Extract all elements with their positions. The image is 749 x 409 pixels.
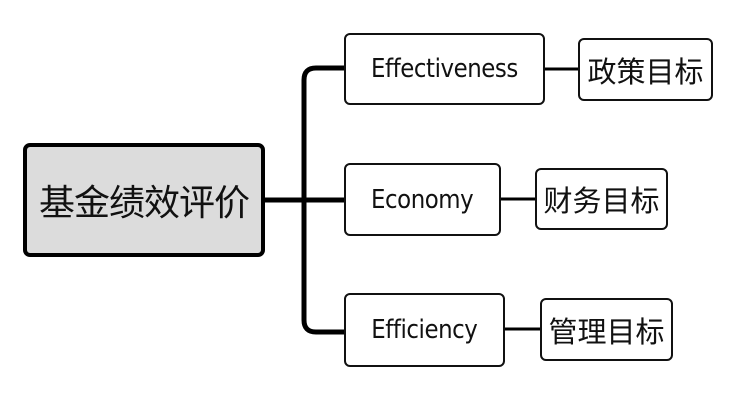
branch-label: Efficiency xyxy=(371,315,478,345)
leaf-label: 政策目标 xyxy=(587,54,704,89)
branch-label: Effectiveness xyxy=(371,54,518,84)
leaf-label: 财务目标 xyxy=(543,184,660,218)
branch-node-effectiveness[interactable]: Effectiveness xyxy=(344,33,545,105)
branch-node-efficiency[interactable]: Efficiency xyxy=(344,293,505,367)
branch-label: Economy xyxy=(371,184,474,215)
leaf-node-policy-goal[interactable]: 政策目标 xyxy=(578,38,713,101)
branch-node-economy[interactable]: Economy xyxy=(344,163,501,236)
leaf-node-management-goal[interactable]: 管理目标 xyxy=(540,298,673,361)
leaf-node-financial-goal[interactable]: 财务目标 xyxy=(535,168,668,230)
root-label: 基金绩效评价 xyxy=(38,183,250,224)
leaf-label: 管理目标 xyxy=(548,314,665,349)
root-node[interactable]: 基金绩效评价 xyxy=(23,143,265,257)
